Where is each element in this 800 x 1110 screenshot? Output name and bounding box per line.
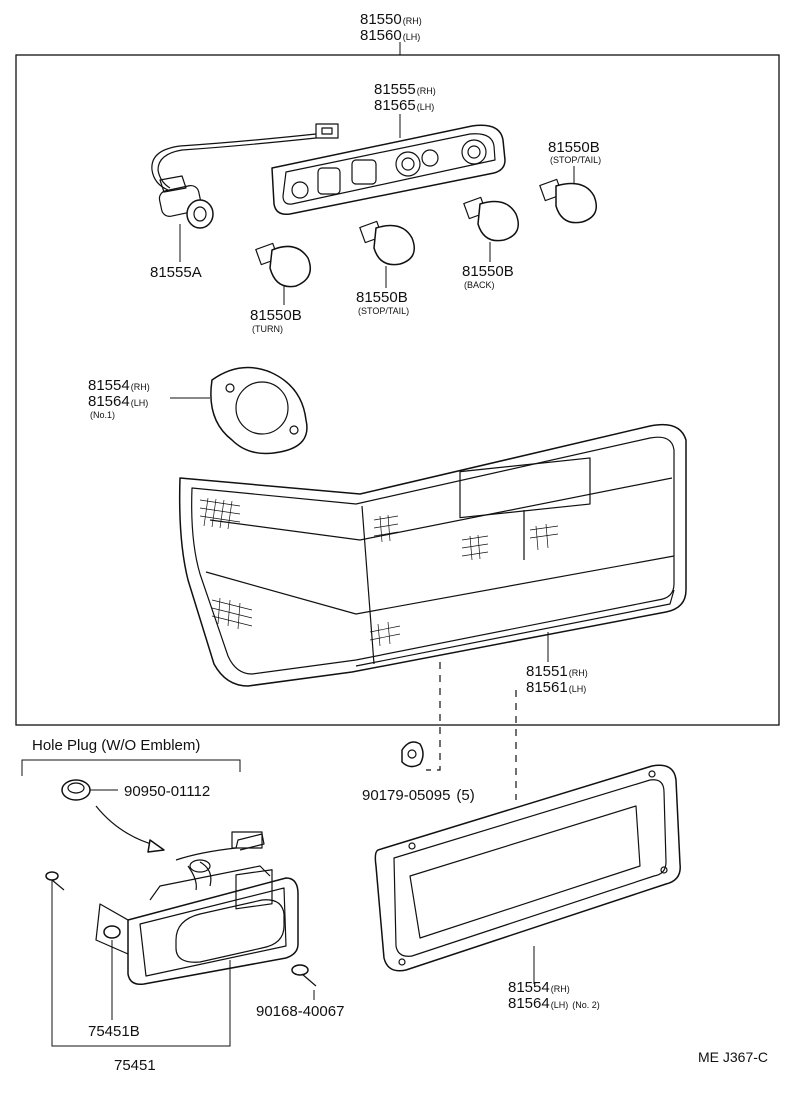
hole-plug-bracket	[21, 759, 241, 776]
hole-plug-code: 90950-01112	[124, 783, 210, 800]
gasket-no2-note: (No. 2)	[572, 1000, 600, 1010]
nut-drawing	[401, 741, 424, 768]
lamp-assy-code: 75451	[114, 1057, 156, 1074]
svg-text:81554(RH): 81554(RH)	[88, 377, 150, 394]
gasket-no1-drawing	[210, 366, 308, 455]
gasket-no1-lh-suffix: (LH)	[131, 398, 149, 408]
gasket-no1-lh-code: 81564	[88, 393, 130, 410]
license-lamp-drawing	[95, 831, 299, 986]
socket-a-drawing	[158, 175, 214, 229]
gasket-no2-drawing	[374, 764, 681, 972]
assembly-rh-suffix: (RH)	[403, 16, 422, 26]
gasket-no1-rh-code: 81554	[88, 377, 130, 394]
bulb-turn-drawing	[255, 242, 311, 288]
socket-plate-rh-code: 81555	[374, 81, 416, 98]
svg-text:81554(RH): 81554(RH)	[508, 979, 570, 996]
bulb-turn-code: 81550B	[250, 307, 302, 324]
assembly-rh-code: 81550	[360, 11, 402, 28]
bulb-stop-left-code: 81550B	[356, 289, 408, 306]
bulb-stop-right-code: 81550B	[548, 139, 600, 156]
gasket-no2-lh-suffix: (LH)	[551, 1000, 569, 1010]
assembly-frame	[15, 54, 780, 726]
nut-qty: (5)	[456, 787, 474, 804]
socket-plate-rh-suffix: (RH)	[417, 86, 436, 96]
assembly-lh-code: 81560	[360, 27, 402, 44]
hole-plug-drawing	[61, 779, 91, 801]
lens-drawing	[178, 423, 687, 687]
lens-rh-suffix: (RH)	[569, 668, 588, 678]
hole-plug-title: Hole Plug (W/O Emblem)	[32, 737, 200, 754]
gasket-no2-rh-code: 81554	[508, 979, 550, 996]
assembly-label: 81550(RH) 81560(LH)	[360, 11, 422, 44]
nut-code: 90179-05095	[362, 787, 450, 804]
bulb-stop-right-note: (STOP/TAIL)	[550, 155, 601, 165]
svg-text:81565(LH): 81565(LH)	[374, 97, 434, 114]
svg-text:81551(RH): 81551(RH)	[526, 663, 588, 680]
socket-plate-lh-code: 81565	[374, 97, 416, 114]
screw-drawing	[291, 964, 317, 987]
lamp-assy-bracket	[51, 880, 231, 1047]
bulb-back-note: (BACK)	[464, 280, 495, 290]
assembly-lh-suffix: (LH)	[403, 32, 421, 42]
socket-plate-label: 81555(RH) 81565(LH)	[374, 81, 436, 114]
gasket-no2-rh-suffix: (RH)	[551, 984, 570, 994]
bulb-stop-right-drawing	[539, 178, 597, 224]
lamp-bulb-code: 75451B	[88, 1023, 140, 1040]
bulb-back-drawing	[463, 196, 519, 242]
dashed-guide-nut	[426, 662, 441, 771]
svg-text:81550(RH): 81550(RH)	[360, 11, 422, 28]
footer-ref: ME J367-C	[698, 1049, 768, 1065]
lens-label: 81551(RH) 81561(LH)	[526, 663, 588, 696]
hole-plug-arrow	[95, 805, 159, 847]
svg-text:81564(LH)(No. 2): 81564(LH)(No. 2)	[508, 995, 600, 1012]
svg-text:81555(RH): 81555(RH)	[374, 81, 436, 98]
bulb-stop-left-drawing	[359, 220, 415, 266]
svg-text:81561(LH): 81561(LH)	[526, 679, 586, 696]
nut-label: 90179-05095 (5)	[362, 787, 475, 804]
socket-plate-drawing	[151, 123, 506, 216]
lens-lh-suffix: (LH)	[569, 684, 587, 694]
socket-a-code: 81555A	[150, 264, 202, 281]
gasket-no1-label: 81554(RH) 81564(LH) (No.1)	[88, 377, 150, 420]
screw-code: 90168-40067	[256, 1003, 344, 1020]
socket-plate-lh-suffix: (LH)	[417, 102, 435, 112]
lens-lh-code: 81561	[526, 679, 568, 696]
gasket-no2-lh-code: 81564	[508, 995, 550, 1012]
left-screw-drawing	[45, 871, 65, 891]
svg-text:81560(LH): 81560(LH)	[360, 27, 420, 44]
bulb-back-code: 81550B	[462, 263, 514, 280]
gasket-no1-note: (No.1)	[90, 410, 115, 420]
gasket-no2-label: 81554(RH) 81564(LH)(No. 2)	[508, 979, 600, 1012]
lens-rh-code: 81551	[526, 663, 568, 680]
hole-plug-arrowhead	[147, 839, 165, 853]
bulb-turn-note: (TURN)	[252, 324, 283, 334]
bulb-stop-left-note: (STOP/TAIL)	[358, 306, 409, 316]
svg-text:81564(LH): 81564(LH)	[88, 393, 148, 410]
svg-text:90179-05095(5): 90179-05095 (5)	[362, 787, 475, 804]
gasket-no1-rh-suffix: (RH)	[131, 382, 150, 392]
